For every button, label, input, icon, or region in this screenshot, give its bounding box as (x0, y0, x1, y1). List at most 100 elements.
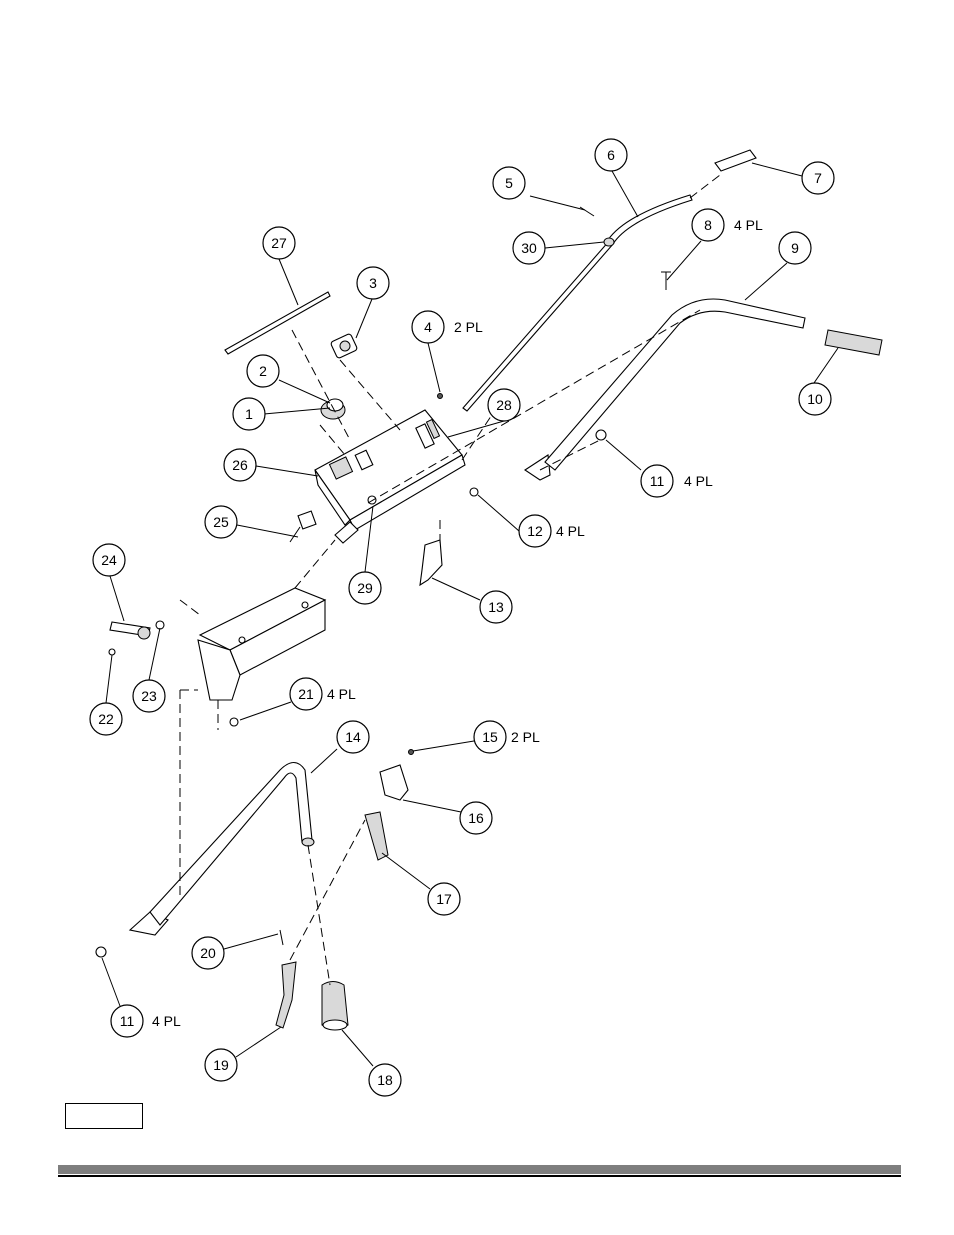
callout-21-label: 21 (298, 686, 314, 702)
part-9-upper-handle (524, 298, 806, 481)
callout-29-label: 29 (357, 580, 373, 596)
callout-24: 24 (92, 543, 126, 577)
part-4-screw (437, 393, 443, 399)
part-11-bolt-lower (95, 946, 107, 958)
part-23-washer (155, 620, 165, 630)
callout-10: 10 (798, 382, 832, 416)
callout-26-label: 26 (232, 457, 248, 473)
part-28-slot (425, 418, 441, 440)
callout-15: 15 2 PL (473, 720, 540, 754)
callout-13-label: 13 (488, 599, 504, 615)
callout-4-label: 4 (424, 319, 432, 335)
part-2-knob (320, 398, 346, 420)
callout-5: 5 (492, 166, 526, 200)
callout-2: 2 (246, 354, 280, 388)
assembly-dashed-lines (179, 174, 721, 986)
part-11-bolt-upper (595, 429, 607, 441)
part-25-clip (289, 510, 317, 543)
callout-15-qty: 2 PL (511, 729, 540, 745)
callout-28-label: 28 (496, 397, 512, 413)
part-18-grip (321, 981, 349, 1031)
part-27-decal (224, 291, 331, 355)
callout-12-label: 12 (527, 523, 543, 539)
part-20-screw (279, 929, 284, 946)
leader-lines (101, 162, 839, 1067)
callout-1-label: 1 (245, 406, 253, 422)
callout-22-label: 22 (98, 711, 114, 727)
part-22-bolt (108, 648, 116, 656)
part-19-lever (275, 961, 297, 1029)
callout-24-label: 24 (101, 552, 117, 568)
callout-30: 30 (512, 231, 546, 265)
callout-26: 26 (223, 448, 257, 482)
callout-8-label: 8 (704, 217, 712, 233)
part-10-grip (824, 329, 883, 356)
part-8-bolt (661, 271, 671, 290)
part-3-switch (330, 333, 358, 359)
callout-6: 6 (594, 138, 628, 172)
callout-18: 18 (368, 1063, 402, 1097)
part-15-screw (408, 749, 414, 755)
callout-19-label: 19 (213, 1057, 229, 1073)
callout-7-label: 7 (814, 170, 822, 186)
callout-17: 17 (427, 882, 461, 916)
callout-11-upper-qty: 4 PL (684, 473, 713, 489)
part-16-bracket (379, 764, 409, 801)
callout-5-label: 5 (505, 175, 513, 191)
callout-29: 29 (348, 571, 382, 605)
callout-30-label: 30 (521, 240, 537, 256)
callout-28: 28 (487, 388, 521, 422)
callout-1: 1 (232, 397, 266, 431)
callout-4: 4 2 PL (411, 310, 483, 344)
callout-11-upper: 11 4 PL (640, 464, 713, 498)
callout-20-label: 20 (200, 945, 216, 961)
footer-bar (58, 1165, 901, 1174)
part-21-nut (229, 717, 239, 727)
callout-8: 8 4 PL (691, 208, 763, 242)
part-17-lever (364, 811, 389, 861)
callout-23-label: 23 (141, 688, 157, 704)
callout-12-qty: 4 PL (556, 523, 585, 539)
callout-11-lower-label: 11 (120, 1013, 135, 1029)
part-12-nut (469, 487, 479, 497)
callout-10-label: 10 (807, 391, 823, 407)
callout-13: 13 (479, 590, 513, 624)
callout-27: 27 (262, 226, 296, 260)
callout-27-label: 27 (271, 235, 287, 251)
reference-box (65, 1103, 143, 1129)
callout-16-label: 16 (468, 810, 484, 826)
callout-19: 19 (204, 1048, 238, 1082)
lower-mounting-bracket (197, 587, 327, 701)
callout-21-qty: 4 PL (327, 686, 356, 702)
part-7-grip (714, 149, 757, 172)
callout-11-lower: 11 4 PL (110, 1004, 181, 1038)
callout-2-label: 2 (259, 363, 267, 379)
callout-3: 3 (356, 266, 390, 300)
callout-21: 21 4 PL (289, 677, 356, 711)
callout-25: 25 (204, 505, 238, 539)
footer-rule (58, 1175, 901, 1177)
callout-20: 20 (191, 936, 225, 970)
callout-22: 22 (89, 702, 123, 736)
callout-9: 9 (778, 231, 812, 265)
callout-6-label: 6 (607, 147, 615, 163)
callout-18-label: 18 (377, 1072, 393, 1088)
callout-14: 14 (336, 720, 370, 754)
callout-25-label: 25 (213, 514, 229, 530)
part-24-lever (109, 621, 151, 640)
callout-3-label: 3 (369, 275, 377, 291)
callout-11-upper-label: 11 (650, 473, 665, 489)
callout-23: 23 (132, 679, 166, 713)
callout-14-label: 14 (345, 729, 361, 745)
callout-16: 16 (459, 801, 493, 835)
callout-9-label: 9 (791, 240, 799, 256)
part-26-control-panel (314, 409, 466, 531)
part-5-pin (579, 206, 595, 217)
part-29-tab (334, 521, 359, 544)
callout-4-qty: 2 PL (454, 319, 483, 335)
callout-12: 12 4 PL (518, 514, 585, 548)
callout-17-label: 17 (436, 891, 452, 907)
callout-11-lower-qty: 4 PL (152, 1013, 181, 1029)
callout-15-label: 15 (482, 729, 498, 745)
